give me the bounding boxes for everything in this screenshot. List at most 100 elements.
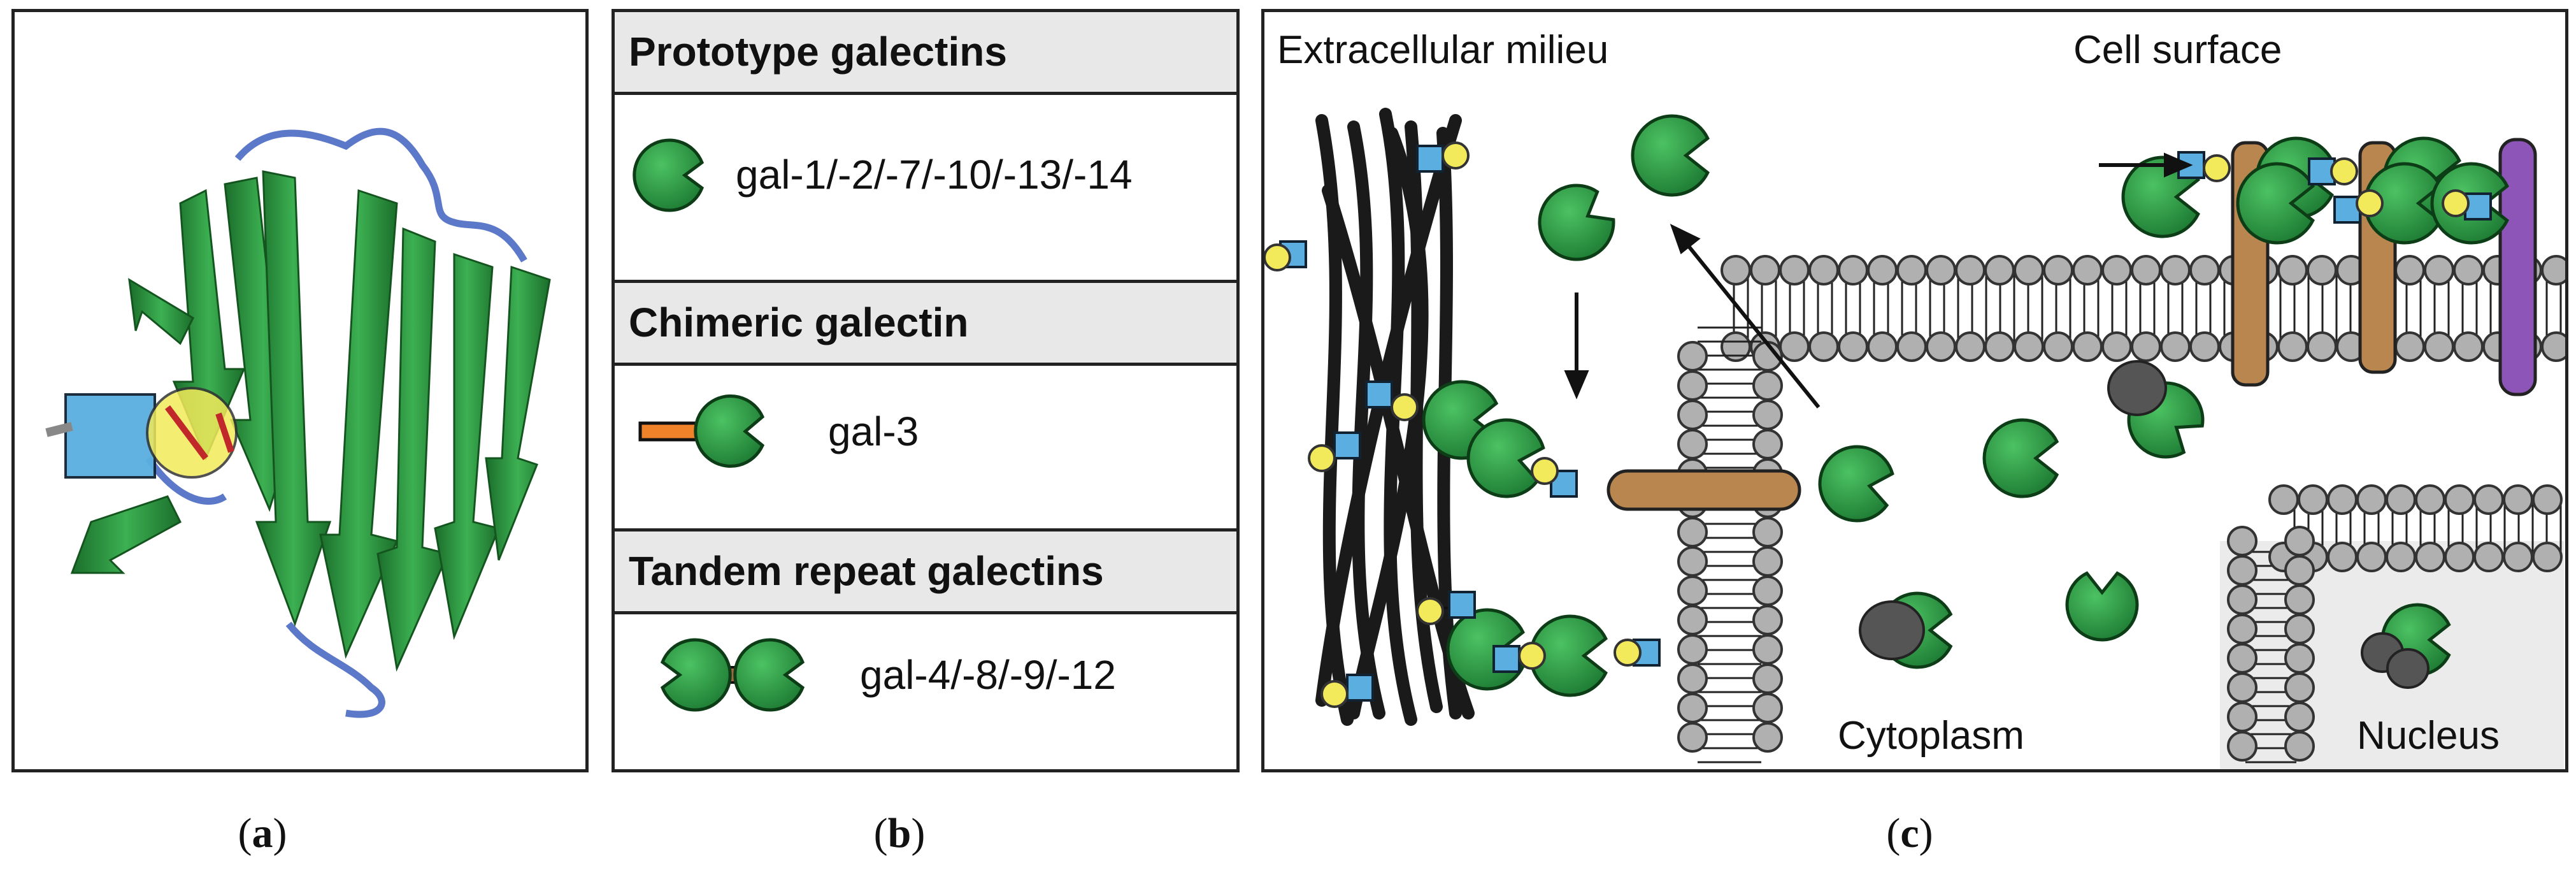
lipid-head <box>1721 255 1751 286</box>
strand-7 <box>485 265 551 561</box>
galectin-icon <box>2236 162 2315 245</box>
lipid-head <box>2453 331 2484 362</box>
group-heading-tandem: Tandem repeat galectins <box>615 531 1236 614</box>
lipid-head <box>2284 614 2315 644</box>
strand-5 <box>376 227 450 672</box>
lipid-head <box>2284 643 2315 674</box>
lipid-head <box>2327 484 2358 515</box>
lipid-head <box>1752 722 1783 753</box>
lipid-head <box>2072 331 2103 362</box>
cell-diagram <box>1264 108 2565 769</box>
lipid-head <box>2043 331 2073 362</box>
chimeric-members: gal-3 <box>828 408 919 454</box>
lipid-head <box>2101 255 2132 286</box>
glycan-circle <box>1416 597 1444 625</box>
lipid-head <box>2227 672 2258 703</box>
strand-6 <box>434 252 501 640</box>
glycan-circle <box>1308 444 1336 472</box>
glycan-square <box>1492 645 1521 673</box>
lipid-head <box>2131 331 2161 362</box>
lipid-head <box>2227 731 2258 762</box>
lipid-head <box>2473 542 2504 572</box>
label-cell-surface: Cell surface <box>2073 28 2282 72</box>
lipid-head <box>2227 643 2258 674</box>
lipid-head <box>1752 517 1783 547</box>
lipid-head <box>1677 370 1708 401</box>
loop-top <box>234 127 527 263</box>
tandem-members: gal-4/-8/-9/-12 <box>860 652 1116 698</box>
glycan-circle <box>1518 642 1546 670</box>
lipid-head <box>1752 575 1783 606</box>
tandem-galectin-right-icon <box>733 638 805 712</box>
lipid-head <box>1677 722 1708 753</box>
lipid-head <box>1677 634 1708 665</box>
glycan-square <box>1416 145 1444 173</box>
glycan-square <box>1346 674 1374 702</box>
panel-b-classification: Prototype galectins Chimeric galectin Ta… <box>612 9 1240 772</box>
strand-3 <box>255 170 332 627</box>
lipid-head <box>2503 542 2533 572</box>
group-heading-prototype: Prototype galectins <box>615 12 1236 95</box>
lipid-head <box>2307 255 2337 286</box>
lipid-head <box>2284 672 2315 703</box>
lipid-head <box>2043 255 2073 286</box>
lipid-head <box>2277 255 2308 286</box>
lipid-head <box>2284 731 2315 762</box>
label-extracellular: Extracellular milieu <box>1277 28 1609 72</box>
divider <box>615 280 1236 283</box>
lipid-head <box>2307 331 2337 362</box>
galectin-icon <box>1466 418 1545 498</box>
prototype-members: gal-1/-2/-7/-10/-13/-14 <box>736 152 1133 198</box>
galectin-icon <box>1631 114 1710 197</box>
glycan-square <box>1448 591 1476 619</box>
binding-partner-protein <box>2386 648 2429 689</box>
label-nucleus: Nucleus <box>2357 714 2500 758</box>
glycoprotein-purple <box>2498 138 2537 396</box>
lipid-head <box>2189 255 2220 286</box>
lipid-head <box>1752 663 1783 694</box>
lipid-head <box>1838 255 1868 286</box>
lipid-head <box>1926 331 1956 362</box>
strand-8 <box>70 495 182 574</box>
lipid-head <box>1752 429 1783 459</box>
lipid-head <box>2284 584 2315 615</box>
chimeric-galectin-icon <box>694 394 765 468</box>
glycan-circle <box>1531 457 1559 485</box>
lipid-head <box>2532 484 2563 515</box>
lipid-head <box>2356 484 2387 515</box>
lipid-head <box>2298 484 2328 515</box>
lipid-head <box>1779 331 1810 362</box>
caption-c: (c) <box>1886 810 1933 857</box>
lipid-head <box>2444 542 2475 572</box>
lipid-head <box>2503 484 2533 515</box>
lipid-head <box>2189 331 2220 362</box>
nuclear-envelope-heads <box>2227 484 2563 762</box>
binding-partner-protein <box>1859 600 1925 660</box>
caption-b: (b) <box>873 810 926 857</box>
binding-partner-protein <box>2107 360 2167 416</box>
lipid-head <box>2227 555 2258 586</box>
lipid-head <box>2541 255 2565 286</box>
lipid-head <box>2268 484 2299 515</box>
lipid-head <box>2444 484 2475 515</box>
lipid-head <box>2284 555 2315 586</box>
lipid-head <box>2394 255 2425 286</box>
glycan-circle <box>2330 157 2358 185</box>
lipid-head <box>1984 331 2015 362</box>
lipid-head <box>2424 331 2454 362</box>
group-heading-chimeric: Chimeric galectin <box>615 283 1236 366</box>
lipid-head <box>2284 526 2315 556</box>
lipid-head <box>2394 331 2425 362</box>
panel-c-localization: Extracellular milieu Cell surface Cytopl… <box>1261 9 2568 772</box>
caption-a: (a) <box>238 810 287 857</box>
label-cytoplasm: Cytoplasm <box>1838 714 2024 758</box>
lipid-head <box>1677 429 1708 459</box>
lipid-head <box>2424 255 2454 286</box>
ligand-stub <box>45 422 73 437</box>
lipid-head <box>1752 546 1783 577</box>
lipid-head <box>1677 400 1708 430</box>
lipid-head <box>1677 517 1708 547</box>
lipid-head <box>2453 255 2484 286</box>
strand-9 <box>128 278 194 345</box>
lipid-head <box>2227 526 2258 556</box>
